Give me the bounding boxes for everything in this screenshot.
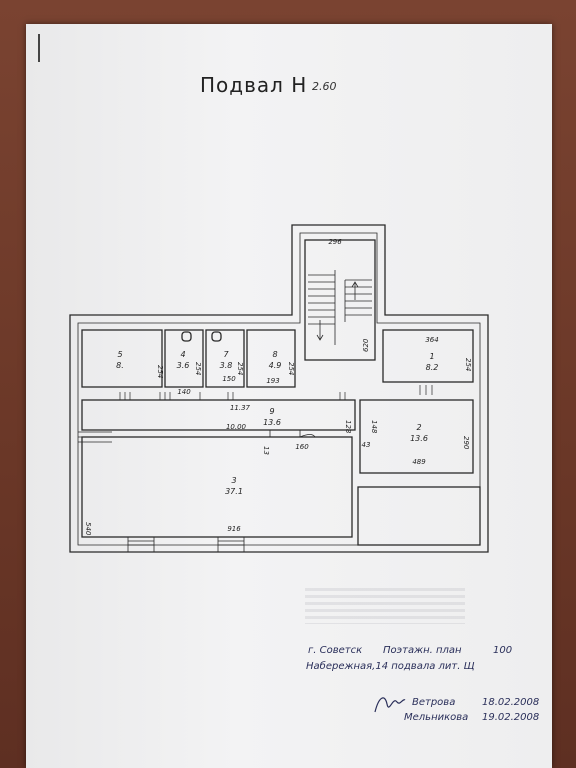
room-9-num: 9 <box>269 407 274 416</box>
stamp-address: Набережная,14 подвала лит. Щ <box>306 661 475 672</box>
room-8-area: 4.9 <box>269 361 282 370</box>
room-2-a: 148 <box>370 420 378 434</box>
room-2-num: 2 <box>416 423 421 432</box>
stamp-scale: 100 <box>493 645 513 656</box>
entry-steps <box>78 431 245 553</box>
room-7 <box>205 329 245 388</box>
stamp-city: г. Советск <box>308 645 363 656</box>
room-4-area: 3.6 <box>177 361 190 370</box>
room-4 <box>164 329 204 388</box>
room-7-num: 7 <box>223 350 229 359</box>
stamp-date1: 18.02.2008 <box>482 697 540 708</box>
room-7-w: 150 <box>222 375 236 383</box>
room-2 <box>359 399 474 474</box>
signature-icon <box>374 697 406 713</box>
stamp-person2: Мельникова <box>404 712 469 723</box>
corridor-c: 128 <box>344 420 352 434</box>
room-5-num: 5 <box>117 350 122 359</box>
corridor-w: 11.37 <box>230 404 251 412</box>
room-8-h: 254 <box>287 362 295 375</box>
room-4-h: 254 <box>194 362 202 375</box>
room-1-num: 1 <box>429 352 434 361</box>
corridor-9 <box>81 399 356 431</box>
room-5-h: 254 <box>156 365 164 378</box>
stamp-person1: Ветрова <box>412 697 456 708</box>
ceiling-height: 2.60 <box>312 80 337 93</box>
room-5 <box>81 329 163 388</box>
room-8-num: 8 <box>272 350 277 359</box>
room-7-h: 254 <box>236 362 244 375</box>
room-1-area: 8.2 <box>426 363 439 372</box>
room-8 <box>246 329 296 388</box>
room-2-b: 43 <box>362 441 371 449</box>
room-8-w: 193 <box>266 377 279 385</box>
room-4-w: 140 <box>177 388 191 396</box>
corridor-b: 160 <box>295 443 309 451</box>
margin-mark <box>38 34 40 62</box>
room-1-h: 254 <box>464 358 472 371</box>
corridor-a: 13 <box>262 446 270 455</box>
room-2-h: 290 <box>462 436 470 450</box>
stamp-date2: 19.02.2008 <box>482 712 540 723</box>
outer-wall-inner <box>77 232 481 546</box>
room-7-area: 3.8 <box>220 361 233 370</box>
corridor-openings <box>119 385 433 400</box>
stair-width-label: 296 <box>328 238 342 246</box>
room-1-w: 364 <box>425 336 438 344</box>
room-1 <box>382 329 474 383</box>
room-3-w: 916 <box>227 525 241 533</box>
paper-sheet <box>26 24 552 768</box>
room-4-num: 4 <box>180 350 185 359</box>
room-3-area: 37.1 <box>225 487 243 496</box>
stamp-header-faint <box>305 588 465 624</box>
corridor-d: 10.00 <box>226 423 247 431</box>
stamp-kind: Поэтажн. план <box>383 645 462 656</box>
room-2-w: 489 <box>412 458 426 466</box>
stair-height-label: 620 <box>362 338 370 352</box>
page-title: Подвал Н <box>200 73 308 97</box>
room-9-area: 13.6 <box>263 418 281 427</box>
room-3 <box>81 436 353 538</box>
stair-shaft <box>304 239 376 361</box>
room-3-h: 540 <box>84 522 92 536</box>
room-lower-right <box>357 486 481 546</box>
outer-wall <box>69 224 489 553</box>
stair-treads <box>308 270 372 345</box>
room-3-num: 3 <box>231 476 236 485</box>
room-2-area: 13.6 <box>410 434 428 443</box>
room-5-area: 8. <box>116 361 124 370</box>
